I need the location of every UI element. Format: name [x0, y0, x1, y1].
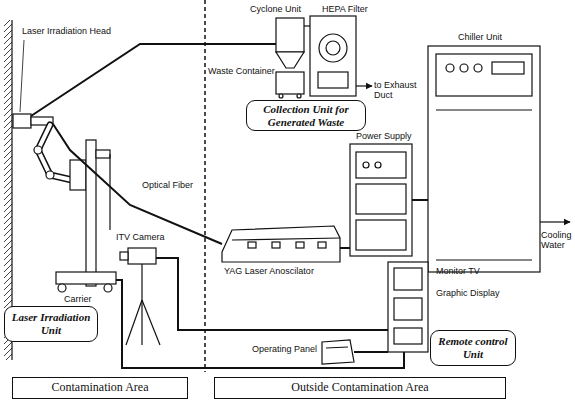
cooling-water-arrow	[540, 221, 570, 222]
part-label: Carrier	[64, 294, 92, 304]
part-label: Waste Container	[208, 66, 275, 76]
panel-cable	[354, 351, 388, 353]
part-label: Cyclone Unit	[250, 4, 301, 14]
chiller-cable	[412, 199, 428, 201]
part-label: Power Supply	[356, 131, 412, 141]
power-supply-drawing	[350, 144, 412, 256]
part-label: Graphic Display	[436, 288, 500, 298]
exhaust-arrow	[356, 85, 372, 86]
camera-cable	[156, 258, 388, 330]
itv-camera-drawing	[120, 248, 160, 345]
box-label: Collection Unit for Generated Waste	[252, 103, 360, 128]
oscillator-cable	[340, 247, 350, 249]
part-label: Optical Fiber	[142, 180, 193, 190]
carrier-cable	[116, 280, 404, 368]
box-label: Outside Contamination Area	[291, 381, 428, 395]
part-label: ITV Camera	[116, 232, 165, 242]
part-label: Chiller Unit	[458, 32, 502, 42]
part-label: Cooling Water	[541, 230, 573, 251]
monitor-rack-drawing	[388, 262, 428, 352]
box-label: Contamination Area	[52, 381, 149, 395]
area-box: Contamination Area	[12, 377, 188, 399]
box-label: Laser Irradiation Unit	[10, 311, 92, 336]
part-label: HEPA Filter	[322, 4, 368, 14]
optical-fiber-line	[53, 124, 222, 244]
box-label: Remote control Unit	[436, 335, 510, 360]
part-label: Laser Irradiation Head	[22, 26, 111, 36]
part-label: Monitor TV	[436, 266, 480, 276]
suction-hose	[31, 44, 276, 116]
unit-label-box: Remote control Unit	[430, 330, 516, 366]
area-divider	[204, 0, 206, 372]
part-label: YAG Laser Anoscilator	[224, 266, 314, 276]
part-label: Operating Panel	[252, 344, 317, 354]
area-box: Outside Contamination Area	[214, 377, 506, 399]
laser-irradiation-unit-drawing	[13, 40, 116, 292]
operating-panel-drawing	[322, 340, 354, 364]
chiller-unit-drawing	[428, 46, 540, 272]
yag-oscillator-drawing	[222, 226, 340, 262]
unit-label-box: Collection Unit for Generated Waste	[246, 100, 366, 131]
collection-unit-drawing	[276, 16, 356, 98]
unit-label-box: Laser Irradiation Unit	[4, 306, 98, 342]
part-label: to Exhaust Duct	[374, 80, 426, 101]
